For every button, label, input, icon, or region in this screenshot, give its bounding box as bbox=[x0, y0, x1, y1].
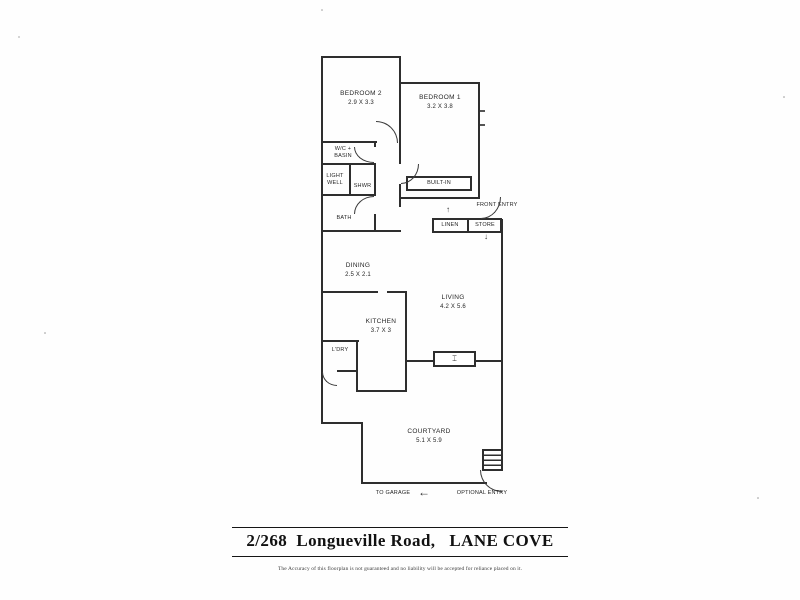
fireplace-icon: ⌶ bbox=[452, 354, 457, 363]
wall bbox=[349, 163, 351, 196]
wall bbox=[361, 482, 487, 484]
laundry-door-arc bbox=[322, 372, 337, 386]
linen-arrow-icon: ↑ bbox=[446, 205, 450, 214]
wall bbox=[399, 197, 480, 199]
bedroom2-dimensions: 2.9 x 3.3 bbox=[348, 99, 374, 106]
wall bbox=[501, 219, 503, 451]
scan-mark bbox=[783, 96, 785, 98]
address-title: 2/268 Longueville Road, LANE COVE bbox=[246, 531, 554, 550]
wall bbox=[399, 82, 480, 84]
wall bbox=[399, 56, 401, 164]
courtyard-dimensions: 5.1 x 5.9 bbox=[416, 437, 442, 444]
to-garage-label: TO GARAGE bbox=[375, 490, 411, 496]
wall bbox=[405, 360, 435, 362]
front-entry-label: FRONT ENTRY bbox=[476, 202, 518, 208]
wall bbox=[337, 370, 358, 372]
room-label-bedroom2: BEDROOM 2 2.9 x 3.3 bbox=[330, 90, 392, 107]
wall bbox=[321, 422, 363, 424]
bath-door-arc bbox=[354, 196, 374, 214]
room-label-light-well: LIGHT WELL bbox=[326, 173, 344, 187]
store-label: STORE bbox=[475, 222, 495, 228]
scan-mark bbox=[480, 110, 485, 112]
built-in-label: BUILT-IN bbox=[427, 180, 451, 186]
wall bbox=[321, 194, 376, 196]
wall bbox=[321, 291, 378, 293]
room-label-courtyard: COURTYARD 5.1 x 5.9 bbox=[400, 428, 458, 445]
optional-entry-door-arc bbox=[480, 470, 502, 492]
room-label-bedroom1: BEDROOM 1 3.2 x 3.8 bbox=[408, 94, 472, 111]
wall bbox=[374, 214, 376, 232]
room-label-living: LIVING 4.2 x 5.6 bbox=[427, 294, 479, 311]
wall bbox=[321, 56, 401, 58]
wall bbox=[374, 141, 376, 147]
scan-mark bbox=[757, 497, 759, 499]
scan-mark bbox=[480, 124, 485, 126]
kitchen-dimensions: 3.7 x 3 bbox=[370, 327, 392, 334]
scan-mark bbox=[44, 332, 46, 334]
wall bbox=[356, 390, 407, 392]
wall bbox=[387, 291, 407, 293]
room-label-wc-basin: W/C + BASIN bbox=[334, 146, 352, 160]
room-label-kitchen: KITCHEN 3.7 x 3 bbox=[356, 318, 406, 335]
wall bbox=[321, 230, 401, 232]
bedroom1-dimensions: 3.2 x 3.8 bbox=[427, 103, 453, 110]
wall bbox=[361, 422, 363, 484]
to-garage-arrow-icon: ← bbox=[418, 485, 430, 499]
wall bbox=[405, 291, 407, 392]
scan-mark bbox=[18, 36, 20, 38]
wall bbox=[478, 82, 480, 199]
room-label-dining: DINING 2.5 x 2.1 bbox=[332, 262, 384, 279]
bedroom2-door-arc bbox=[376, 121, 398, 143]
entry-steps bbox=[482, 449, 503, 471]
title-rule-top bbox=[232, 527, 568, 529]
optional-entry-label: OPTIONAL ENTRY bbox=[456, 490, 508, 496]
wall bbox=[321, 163, 376, 165]
dining-dimensions: 2.5 x 2.1 bbox=[345, 271, 371, 278]
wall bbox=[467, 218, 469, 233]
linen-label: LINEN bbox=[441, 222, 459, 228]
wall bbox=[321, 340, 359, 342]
room-label-shower: SHWR bbox=[353, 183, 372, 189]
wall bbox=[374, 163, 376, 196]
room-label-bath: BATH bbox=[336, 215, 352, 221]
built-in-robe-box bbox=[406, 176, 472, 191]
wall bbox=[474, 360, 503, 362]
scan-mark bbox=[321, 9, 323, 11]
wall bbox=[321, 141, 377, 143]
store-arrow-icon: ↓ bbox=[484, 232, 488, 241]
wall bbox=[356, 340, 358, 392]
wall bbox=[399, 184, 401, 207]
title-rule-bottom bbox=[232, 556, 568, 558]
fireplace-box bbox=[433, 351, 476, 367]
wall bbox=[321, 56, 323, 424]
disclaimer-text: The Accuracy of this floorplan is not gu… bbox=[277, 566, 523, 572]
room-label-laundry: L'DRY bbox=[331, 347, 349, 353]
living-dimensions: 4.2 x 5.6 bbox=[440, 303, 466, 310]
